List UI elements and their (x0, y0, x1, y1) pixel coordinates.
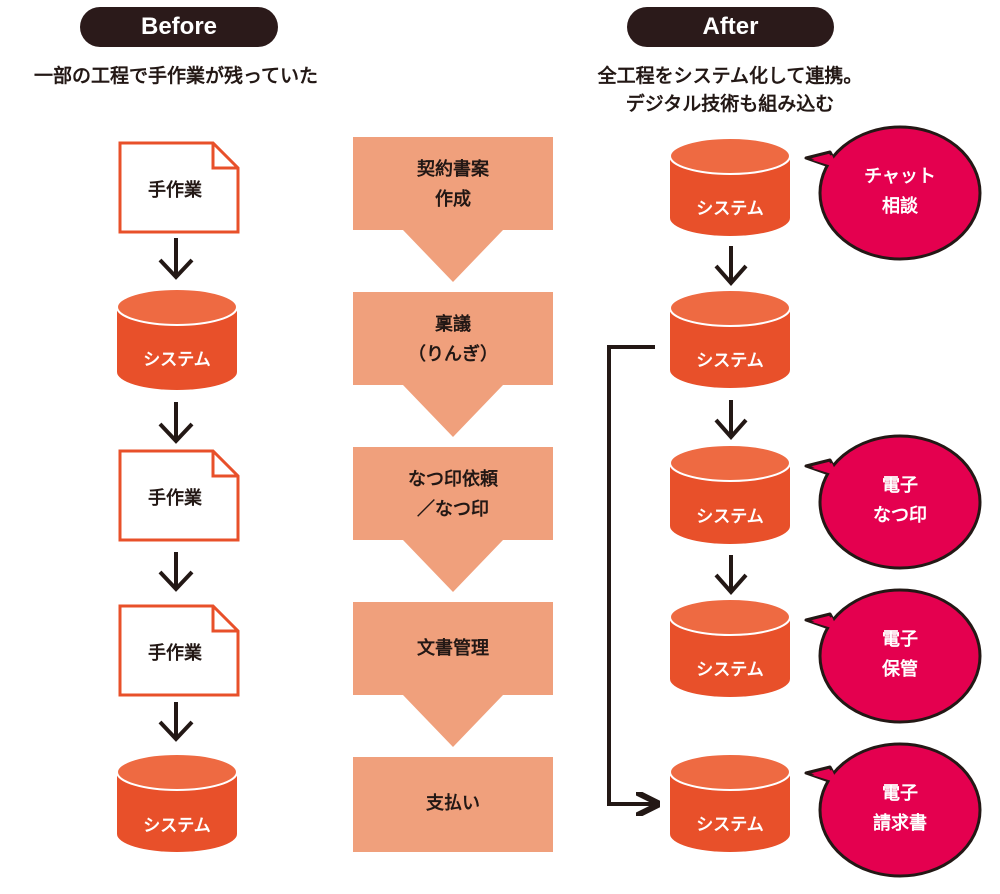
after-caption-line1: 全工程をシステム化して連携。 (597, 65, 863, 87)
before-manual-label-2: 手作業 (148, 488, 202, 509)
after-label: After (702, 13, 759, 40)
process-step-2 (353, 292, 553, 437)
before-system-label-2: システム (143, 816, 211, 836)
bubble-4-line1: 電子 (882, 783, 918, 804)
document-icon (118, 141, 240, 234)
down-arrow-icon (714, 400, 748, 441)
process-step-5 (353, 757, 553, 852)
database-cylinder-icon (116, 288, 238, 390)
step-2-line2: （りんぎ） (408, 344, 498, 365)
before-manual-label-3: 手作業 (148, 643, 202, 664)
speech-bubble-icon (804, 125, 982, 261)
speech-bubble-icon (804, 434, 982, 570)
bubble-2-line2: なつ印 (873, 505, 927, 526)
connector-arrow-icon (607, 345, 655, 804)
before-caption: 一部の工程で手作業が残っていた (33, 65, 319, 87)
before-manual-label-1: 手作業 (148, 180, 202, 201)
step-4-line1: 文書管理 (417, 638, 489, 659)
down-arrow-icon (158, 238, 194, 280)
database-cylinder-icon (669, 598, 791, 697)
database-cylinder-icon (669, 444, 791, 544)
down-arrow-icon (158, 702, 194, 742)
step-3-line2: ／なつ印 (417, 499, 489, 520)
document-icon (118, 604, 240, 697)
bubble-1-line2: 相談 (882, 196, 918, 217)
down-arrow-icon (158, 402, 194, 444)
after-system-label-4: システム (696, 660, 764, 680)
process-step-3 (353, 447, 553, 592)
process-step-4 (353, 602, 553, 747)
speech-bubble-icon (804, 742, 982, 878)
before-pill: Before (80, 7, 278, 47)
step-5-line1: 支払い (426, 793, 480, 814)
before-system-label-1: システム (143, 350, 211, 370)
after-system-label-1: システム (696, 199, 764, 219)
before-label: Before (140, 13, 218, 40)
step-3-line1: なつ印依頼 (408, 469, 498, 490)
after-system-label-2: システム (696, 351, 764, 371)
database-cylinder-icon (669, 753, 791, 852)
speech-bubble-icon (804, 588, 982, 724)
after-system-label-3: システム (696, 507, 764, 527)
down-arrow-icon (158, 552, 194, 592)
bubble-3-line1: 電子 (882, 629, 918, 650)
after-pill: After (627, 7, 834, 47)
bubble-3-line2: 保管 (882, 659, 918, 680)
bubble-1-line1: チャット (864, 166, 936, 187)
bubble-2-line1: 電子 (882, 475, 918, 496)
after-caption-line2: デジタル技術も組み込む (625, 93, 835, 115)
database-cylinder-icon (116, 753, 238, 852)
down-arrow-icon (714, 246, 748, 287)
database-cylinder-icon (669, 137, 791, 236)
step-1-line2: 作成 (435, 189, 471, 210)
step-1-line1: 契約書案 (417, 159, 489, 180)
after-system-label-5: システム (696, 815, 764, 835)
bubble-4-line2: 請求書 (873, 813, 927, 834)
database-cylinder-icon (669, 289, 791, 388)
process-step-1 (353, 137, 553, 282)
document-icon (118, 449, 240, 542)
step-2-line1: 稟議 (435, 314, 471, 335)
down-arrow-icon (714, 555, 748, 596)
